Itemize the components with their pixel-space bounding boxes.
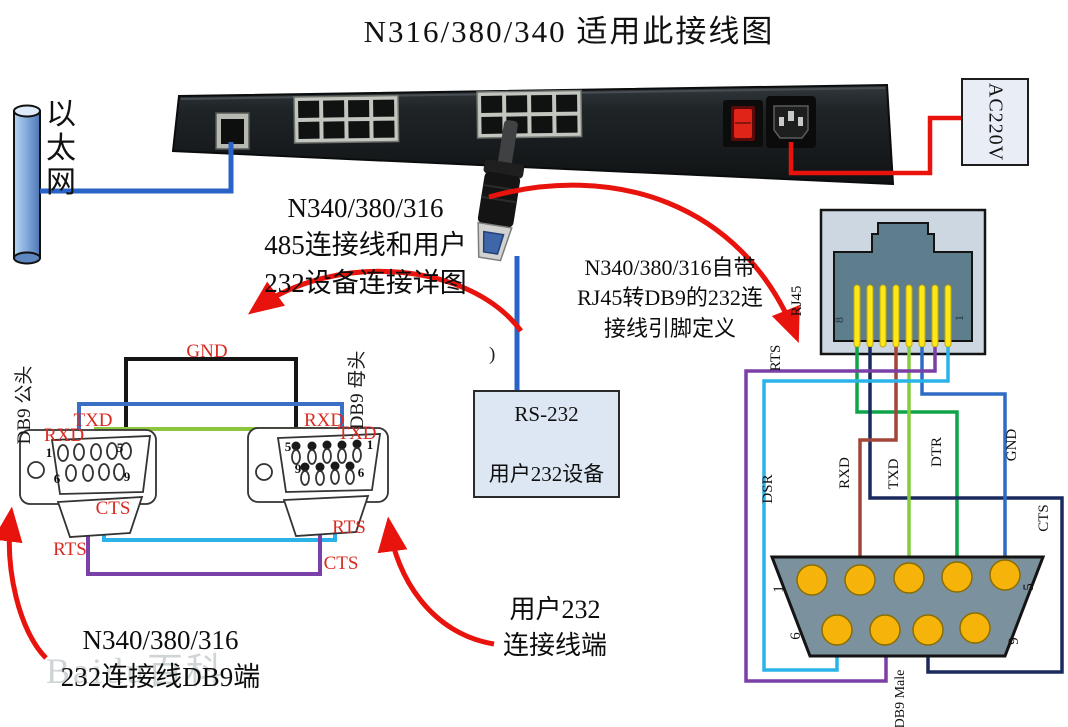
arrow-to-rj45-pinout <box>488 182 800 343</box>
db9-male-title: DB9 公头 <box>13 366 35 445</box>
female-pin9-label: 9 <box>295 461 302 476</box>
rts-signal-label: RTS <box>768 345 784 372</box>
female-pin1-label: 1 <box>367 437 374 452</box>
user-rs232-device-box: RS-232 用户232设备 <box>473 390 620 498</box>
db9m-pin5-label: 5 <box>1021 583 1037 591</box>
note-line: 232连接线DB9端 <box>60 662 261 693</box>
db9-female-title: DB9 母头 <box>346 351 368 430</box>
note-485-connection: N340/380/316 485连接线和用户 232设备连接详图 <box>213 190 518 302</box>
rs232-protocol-label: RS-232 <box>514 402 579 426</box>
note-user-end: 用户232 连接线端 <box>460 592 650 664</box>
db9m-pin9-label: 9 <box>1006 637 1022 645</box>
db9m-pin1-label: 1 <box>771 585 787 593</box>
wire-gnd <box>124 357 298 444</box>
db9-cable-connector-photo <box>477 120 525 262</box>
rj45-to-db9-wires <box>744 347 1064 683</box>
note-line: 接线引脚定义 <box>603 315 736 341</box>
ac-power-inlet <box>766 96 816 148</box>
note-line: N340/380/316 <box>82 625 239 655</box>
rj45-jack-drawing: 8 1 <box>819 208 987 356</box>
ethernet-label: 以太网 <box>46 98 76 199</box>
paren-mark: ) <box>489 344 495 365</box>
note-line: 连接线端 <box>502 630 607 660</box>
note-line: 485连接线和用户 <box>264 230 467 261</box>
male-rts-label: RTS <box>53 539 87 560</box>
dsr-signal-label: DSR <box>760 474 776 503</box>
note-line: N340/380/316自带 <box>584 255 756 280</box>
page-title: N316/380/340 适用此接线图 <box>363 14 775 49</box>
female-rts-label: RTS <box>332 517 366 538</box>
note-rj45-pin-definition: N340/380/316自带 RJ45转DB9的232连 接线引脚定义 <box>558 253 782 344</box>
male-pin9-label: 9 <box>124 469 131 484</box>
ac220v-label: AC220V <box>984 82 1007 162</box>
note-line: RJ45转DB9的232连 <box>577 285 763 311</box>
male-rxd-label: RXD <box>44 425 84 446</box>
male-pin1-label: 1 <box>46 445 53 460</box>
cts-signal-label: CTS <box>1036 504 1052 532</box>
db9-female-connector-drawing <box>247 427 389 537</box>
rj45-label: RJ45 <box>789 286 805 317</box>
ac220v-box: AC220V <box>961 78 1029 166</box>
female-txd-label: TXD <box>337 423 376 444</box>
rs232-device-label: 用户232设备 <box>488 462 605 486</box>
gnd-label: GND <box>186 341 227 362</box>
female-pin6-label: 6 <box>358 465 365 480</box>
arrow-to-female-db9 <box>377 516 495 647</box>
db9-male-caption: DB9 Male <box>893 670 908 727</box>
female-pin5-label: 5 <box>285 439 292 454</box>
male-txd-label: TXD <box>73 410 112 431</box>
power-switch[interactable] <box>723 100 763 147</box>
wire-cts-navy <box>868 347 1064 674</box>
wire-rxd-txd-blue <box>77 402 344 444</box>
db9-male-connector-drawing <box>19 429 157 538</box>
switch-device <box>171 83 895 186</box>
male-pin5-label: 5 <box>117 440 124 455</box>
arrow-to-male-db9 <box>0 506 48 660</box>
watermark: Baidu百科 <box>46 651 225 691</box>
rj45-port-bank-1 <box>293 94 400 144</box>
arrow-to-db9-detail <box>247 268 524 333</box>
note-line: N340/380/316 <box>287 193 444 223</box>
female-cts-label: CTS <box>324 553 359 574</box>
db9m-pin6-label: 6 <box>788 632 804 640</box>
db9-male-front-drawing: 1 5 6 9 <box>769 555 1046 658</box>
ac-power-cable <box>788 115 961 176</box>
wire-dsr-cyan <box>762 347 950 672</box>
note-line: 用户232 <box>509 595 601 624</box>
male-pin6-label: 6 <box>54 471 61 486</box>
ethernet-cylinder <box>13 104 41 265</box>
note-line: 232设备连接详图 <box>264 267 467 298</box>
txd-signal-label: TXD <box>886 458 902 489</box>
gnd-signal-label: GND <box>1004 429 1020 462</box>
rxd-signal-label: RXD <box>837 457 853 489</box>
jack-pin8-label: 8 <box>832 317 846 323</box>
female-rxd-label: RXD <box>304 410 344 431</box>
ethernet-cable <box>40 142 234 194</box>
rj45-port-bank-2 <box>476 89 583 139</box>
wire-rxd-brown <box>858 347 898 566</box>
dtr-signal-label: DTR <box>929 437 945 467</box>
note-db9-end: N340/380/316 232连接线DB9端 <box>18 622 303 697</box>
jack-pin1-label: 1 <box>952 315 966 321</box>
wire-rts-purple <box>744 347 937 683</box>
male-cts-label: CTS <box>96 498 131 519</box>
